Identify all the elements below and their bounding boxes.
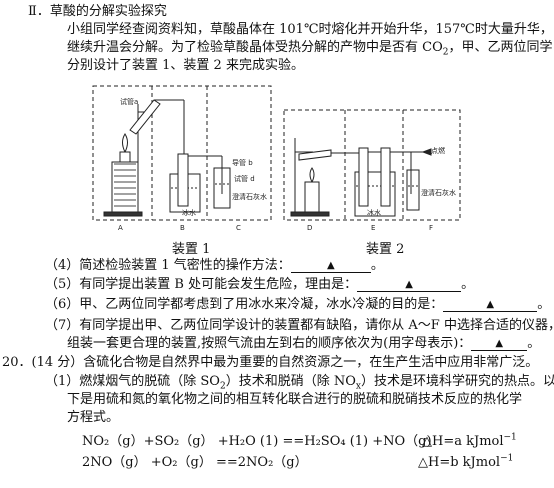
- label-B: B: [180, 224, 185, 232]
- intro-line-3: 分别设计了装置 1、装置 2 来完成实验。: [67, 58, 304, 73]
- equation-2: 2NO（g） +O₂（g） ==2NO₂（g）: [82, 455, 308, 470]
- equation-1-enthalpy: △H=a kJmol−1: [422, 432, 517, 449]
- label-E: E: [371, 224, 376, 232]
- question-20-head: 20．(14 分）含硫化合物是自然界中最为重要的自然资源之一，在生产生活中应用非…: [2, 355, 539, 370]
- question-20-sub1-line-2: 下是用硫和氮的氧化物之间的相互转化联合进行的脱硫和脱硝技术反应的热化学: [67, 392, 523, 407]
- question-7-line-2: 组装一套更合理的装置,按照气流由左到右的顺序依次为(用字母表示)：▲。: [67, 336, 541, 351]
- apparatus-1-drawing: [92, 85, 272, 221]
- question-4: （4）简述检验装置 1 气密性的操作方法：▲。: [45, 258, 384, 273]
- label-F: F: [429, 224, 434, 232]
- answer-blank-q7[interactable]: ▲: [471, 336, 528, 351]
- equation-2-enthalpy: △H=b kJmol−1: [418, 453, 514, 470]
- caption-apparatus-1: 装置 1: [172, 242, 211, 257]
- answer-blank-q5[interactable]: ▲: [357, 277, 462, 292]
- apparatus-2-drawing: [283, 109, 461, 221]
- label-limewater-2: 澄清石灰水: [421, 189, 456, 197]
- label-ice-1: 冰水: [182, 209, 196, 217]
- apparatus-2-figure: 点燃 澄清石灰水 冰水 D E F: [283, 108, 463, 234]
- question-5: （5）有同学提出装置 B 处可能会发生危险，理由是：▲。: [45, 277, 475, 292]
- intro-line-2: 继续升温会分解。为了检验草酸晶体受热分解的产物中是否有 CO2，甲、乙两位同学: [67, 40, 553, 58]
- label-conduit-b: 导管 b: [232, 159, 253, 167]
- label-tube-a: 试管a: [120, 98, 139, 106]
- answer-blank-q4[interactable]: ▲: [290, 258, 371, 273]
- question-20-sub1-line-3: 方程式。: [67, 410, 120, 425]
- question-7-line-1: （7）有同学提出甲、乙两位同学设计的装置都有缺陷，请你从 A～F 中选择合适的仪…: [45, 318, 554, 333]
- label-C: C: [236, 224, 241, 232]
- caption-apparatus-2: 装置 2: [366, 242, 405, 257]
- label-D: D: [307, 224, 313, 232]
- equation-1: NO₂（g）+SO₂（g） +H₂O (1) ==H₂SO₄ (1) +NO（g…: [82, 434, 432, 449]
- answer-blank-q6[interactable]: ▲: [443, 297, 538, 312]
- label-ignite: 点燃: [431, 147, 445, 155]
- label-tube-d: 试管 d: [234, 175, 255, 183]
- label-ice-2: 冰水: [367, 209, 381, 217]
- label-A: A: [118, 224, 123, 232]
- intro-line-1: 小组同学经查阅资料知，草酸晶体在 101℃时熔化并开始升华，157℃时大量升华，: [67, 22, 553, 37]
- section-title: Ⅱ．草酸的分解实验探究: [28, 4, 167, 19]
- question-20-sub1-line-1: （1）燃煤烟气的脱硫（除 SO2）技术和脱硝（除 NOx）技术是环境科学研究的热…: [45, 374, 554, 392]
- apparatus-1-figure: 试管a 导管 b 试管 d 澄清石灰水 冰水 A B C: [92, 84, 274, 234]
- label-limewater-1: 澄清石灰水: [232, 193, 267, 201]
- question-6: （6）甲、乙两位同学都考虑到了用冰水来冷凝，冰水冷凝的目的是：▲。: [45, 297, 551, 312]
